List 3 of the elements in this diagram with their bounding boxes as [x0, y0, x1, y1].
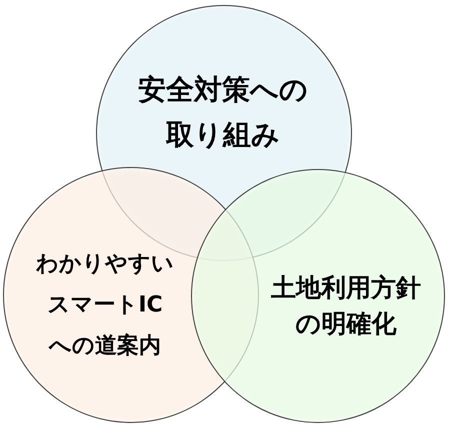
circle-label: 土地利用方針の明確化 — [271, 272, 421, 340]
circle-label: わかりやすいスマートICへの道案内 — [36, 250, 174, 360]
circle-label: 安全対策への取り組み — [138, 72, 308, 153]
